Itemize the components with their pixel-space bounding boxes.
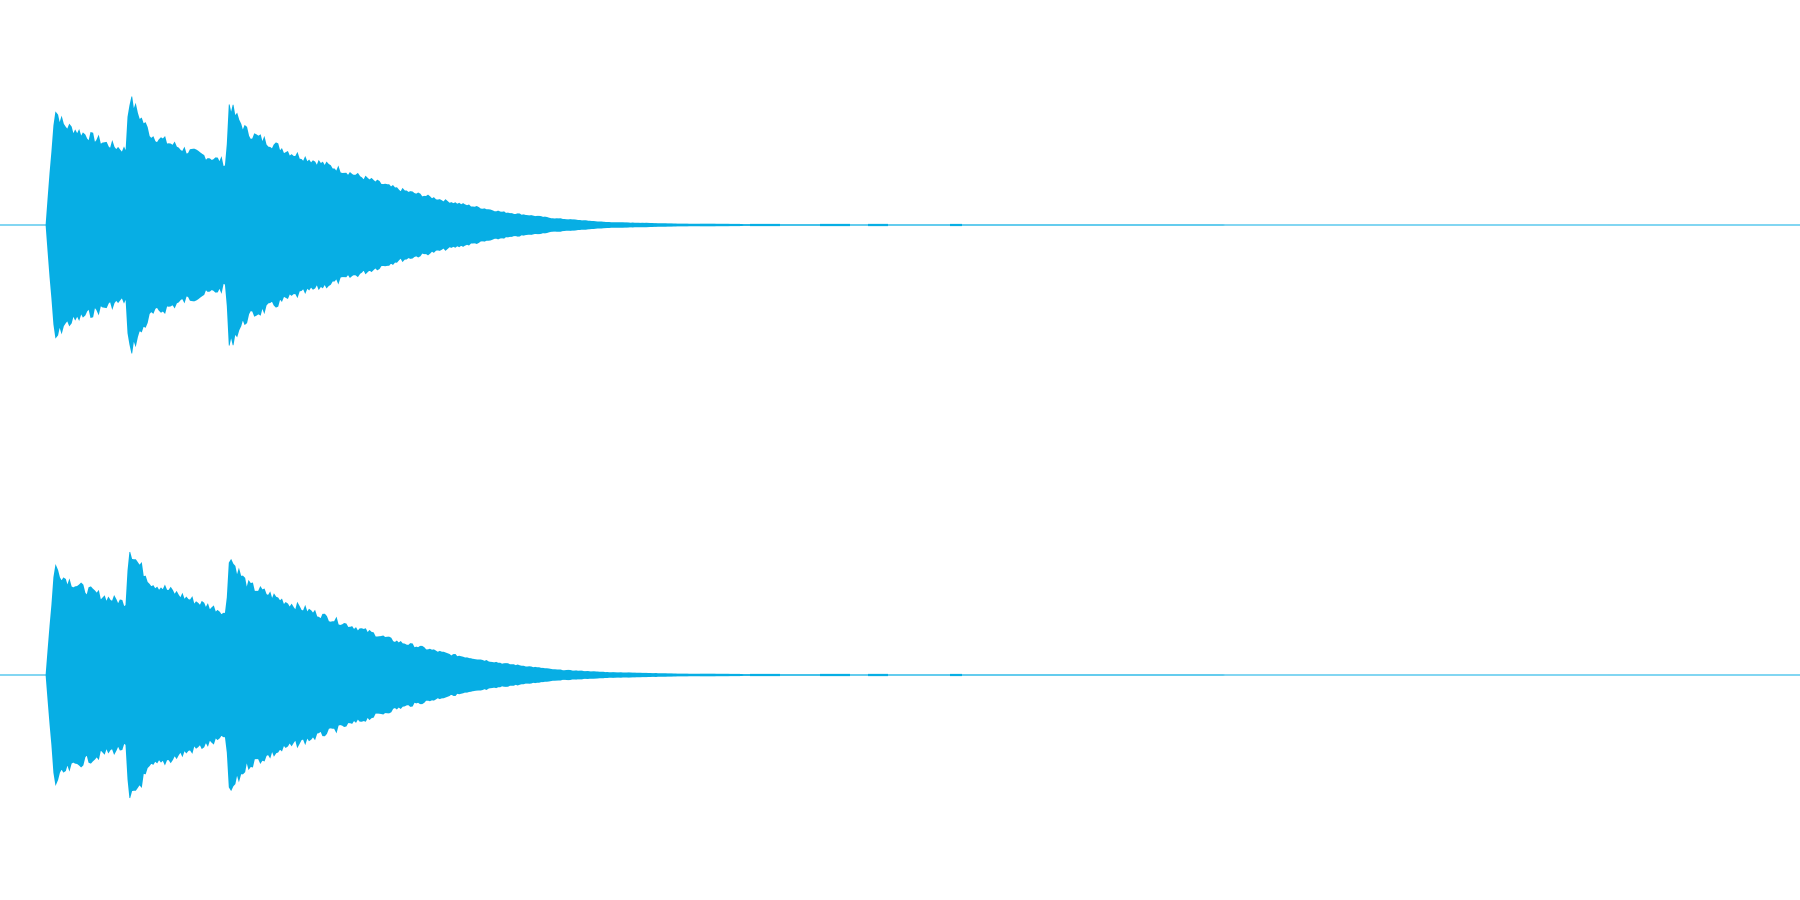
channel-2-waveform — [45, 551, 1800, 799]
channel-1-waveform — [45, 96, 1800, 354]
